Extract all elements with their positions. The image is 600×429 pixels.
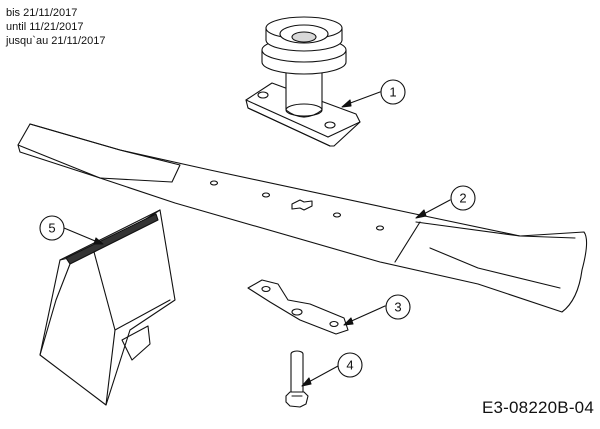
validity-note-en: until 11/21/2017: [6, 21, 84, 33]
callout-4: [337, 352, 363, 378]
callout-leaders: [63, 91, 451, 387]
bolt-part: [285, 350, 309, 408]
callout-3: [385, 294, 411, 320]
callout-2: [450, 185, 476, 211]
leader-3: [346, 305, 386, 324]
blade-part: [17, 123, 588, 313]
callout-number: 3: [394, 300, 401, 315]
validity-notes: bis 21/11/2017 until 11/21/2017 jusqu`au…: [6, 6, 106, 48]
callout-number: 2: [459, 191, 466, 206]
callout-number: 4: [346, 358, 353, 373]
leader-5: [63, 227, 101, 244]
validity-note-de: bis 21/11/2017: [6, 7, 78, 19]
drawing-id: E3-08220B-04: [481, 398, 594, 417]
spindle-pulley-part: [245, 16, 361, 147]
callout-number: 5: [48, 221, 55, 236]
validity-note-fr: jusqu`au 21/11/2017: [6, 35, 106, 47]
mulch-plug-part: [39, 209, 176, 406]
callout-5: [39, 215, 65, 241]
callout-number: 1: [389, 85, 396, 100]
callout-1: [380, 79, 406, 105]
blade-adapter-part: [247, 279, 349, 335]
